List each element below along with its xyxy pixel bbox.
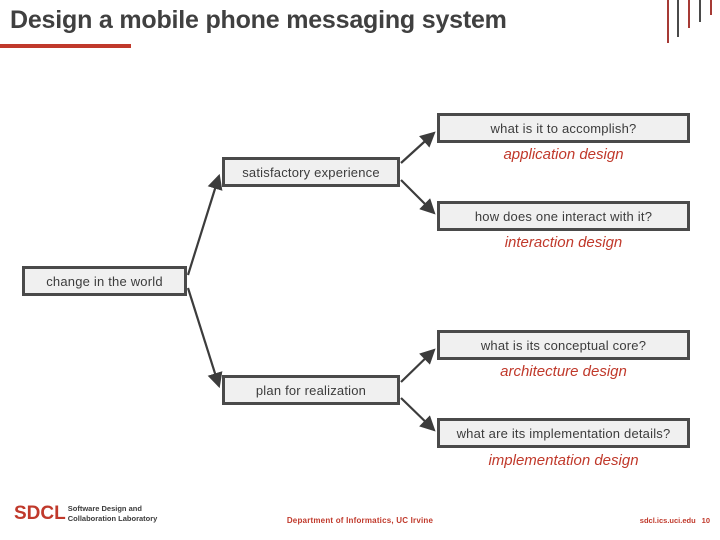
sdcl-logo-line-1: Software Design and — [67, 504, 142, 513]
diagram-connectors — [186, 131, 436, 432]
caption-implementation-design: implementation design — [488, 452, 639, 469]
node-what-is-its-conceptual-core[interactable]: what is its conceptual core? — [437, 330, 690, 360]
deco-line-5 — [710, 0, 712, 15]
node-change-in-the-world[interactable]: change in the world — [22, 266, 187, 296]
slide-footer: SDCL Software Design and Collaboration L… — [0, 496, 720, 540]
deco-line-4 — [699, 0, 701, 22]
title-underline-rule — [0, 44, 131, 48]
footer-affiliation: Department of Informatics, UC Irvine — [286, 516, 434, 525]
design-questions-diagram: what is it to accomplish? application de… — [22, 113, 690, 469]
node-how-does-one-interact-with-it[interactable]: how does one interact with it? — [437, 201, 690, 231]
sdcl-logo: SDCL Software Design and Collaboration L… — [14, 504, 157, 523]
page-number: 10 — [701, 516, 710, 525]
footer-url: sdcl.ics.uci.edu — [639, 516, 696, 525]
sdcl-logo-wordmark: Software Design and Collaboration Labora… — [68, 504, 158, 523]
deco-line-3 — [688, 0, 690, 28]
caption-architecture-design: architecture design — [500, 363, 627, 380]
deco-line-2 — [677, 0, 679, 37]
node-satisfactory-experience[interactable]: satisfactory experience — [222, 157, 400, 187]
caption-application-design: application design — [503, 146, 624, 163]
node-plan-for-realization[interactable]: plan for realization — [222, 375, 400, 405]
corner-decoration — [664, 0, 720, 48]
node-what-are-its-implementation-details[interactable]: what are its implementation details? — [437, 418, 690, 448]
page-title: Design a mobile phone messaging system — [10, 6, 507, 34]
sdcl-logo-mark: SDCL — [14, 503, 66, 525]
sdcl-logo-line-2: Collaboration Laboratory — [67, 513, 158, 523]
node-what-is-it-to-accomplish[interactable]: what is it to accomplish? — [437, 113, 690, 143]
footer-meta: sdcl.ics.uci.edu 10 — [640, 516, 710, 525]
caption-interaction-design: interaction design — [504, 234, 623, 251]
deco-line-1 — [667, 0, 669, 43]
